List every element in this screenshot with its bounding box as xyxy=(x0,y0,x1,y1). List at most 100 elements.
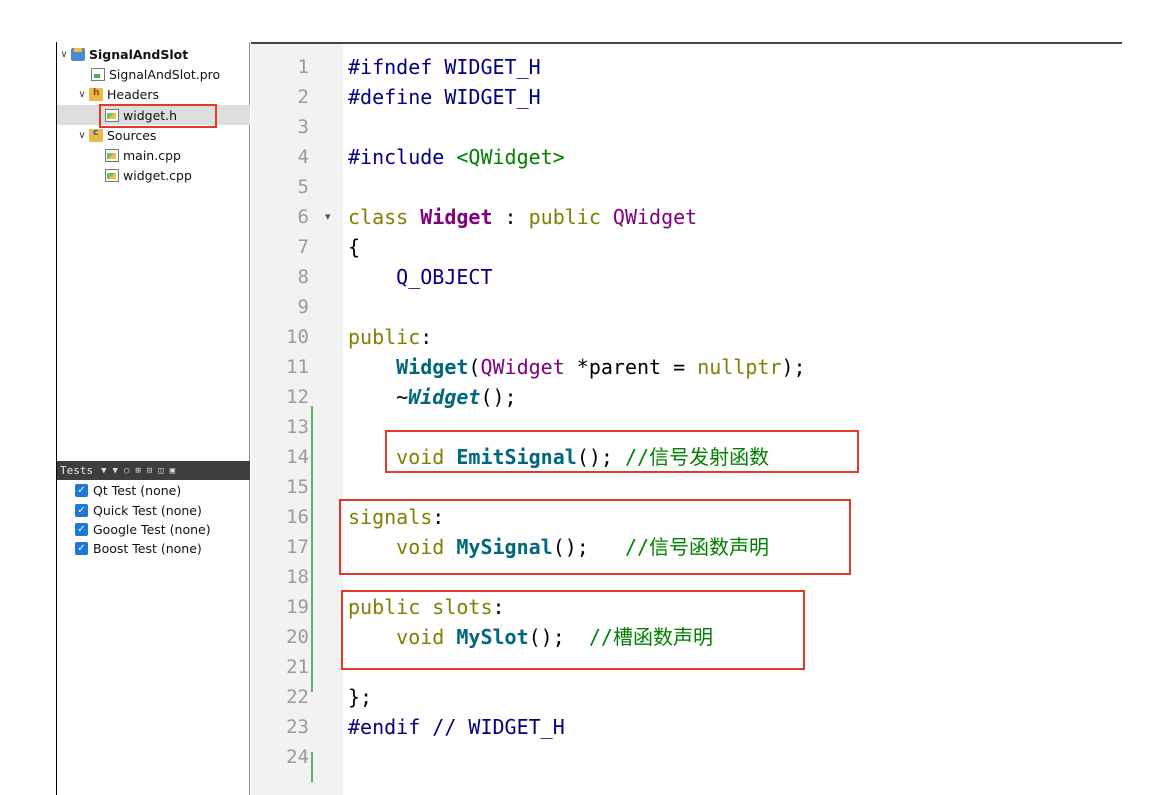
tests-panel-title: Tests xyxy=(60,464,94,477)
tree-item-widget-h[interactable]: widget.h xyxy=(57,105,250,125)
code-line[interactable]: void MySignal(); //信号函数声明 xyxy=(348,532,769,562)
code-line[interactable]: public slots: xyxy=(348,592,505,622)
code-token: { xyxy=(348,235,361,259)
code-line[interactable]: void EmitSignal(); //信号发射函数 xyxy=(348,442,769,472)
code-token: (); xyxy=(552,535,625,559)
project-sidebar: ∨ SignalAndSlot SignalAndSlot.pro ∨ Head… xyxy=(56,42,250,795)
close-panel-icon[interactable]: ▣ xyxy=(169,465,176,476)
line-number: 23 xyxy=(286,716,309,738)
tree-item-widget-cpp[interactable]: widget.cpp xyxy=(57,165,250,185)
collapse-icon[interactable]: ⊟ xyxy=(146,465,153,476)
code-token: Q_OBJECT xyxy=(396,265,493,289)
code-token: ~ xyxy=(348,385,409,409)
code-line[interactable]: }; xyxy=(348,682,372,712)
code-token: Widget xyxy=(396,355,469,379)
line-number: 9 xyxy=(297,296,309,318)
chevron-down-icon[interactable]: ∨ xyxy=(78,129,86,141)
tree-item-project[interactable]: ∨ SignalAndSlot xyxy=(57,44,250,64)
tree-item-label: Sources xyxy=(107,127,157,143)
code-token: : xyxy=(492,205,529,229)
change-marker xyxy=(311,406,313,692)
code-line[interactable]: Widget(QWidget *parent = nullptr); xyxy=(348,352,806,382)
code-line[interactable]: ~Widget(); xyxy=(348,382,517,412)
code-token: #ifndef WIDGET_H xyxy=(348,55,541,79)
chevron-down-icon[interactable]: ∨ xyxy=(60,48,68,60)
tree-item-label: SignalAndSlot.pro xyxy=(109,66,221,82)
tree-item-label: SignalAndSlot xyxy=(89,46,189,62)
highlight-box xyxy=(99,104,217,128)
tree-item-main-cpp[interactable]: main.cpp xyxy=(57,145,250,165)
dropdown-icon[interactable]: ▼ xyxy=(101,465,107,476)
code-token: (); xyxy=(528,625,589,649)
code-token: (); xyxy=(480,385,517,409)
checkbox-checked-icon[interactable]: ✓ xyxy=(75,541,88,555)
checkbox-checked-icon[interactable]: ✓ xyxy=(75,483,88,497)
filter-icon[interactable]: ▼ xyxy=(112,465,118,476)
tree-item-headers[interactable]: ∨ Headers xyxy=(57,84,250,104)
line-number: 18 xyxy=(286,566,309,588)
line-number: 24 xyxy=(286,746,309,768)
code-line[interactable]: #define WIDGET_H xyxy=(348,82,541,112)
tree-item-label: Headers xyxy=(107,86,160,102)
pro-file-icon xyxy=(91,67,105,81)
code-token: }; xyxy=(348,685,373,709)
checkbox-checked-icon[interactable]: ✓ xyxy=(75,522,88,536)
code-token: //信号函数声明 xyxy=(624,535,770,559)
code-token: MySlot xyxy=(456,625,529,649)
line-number: 20 xyxy=(286,626,309,648)
headers-folder-icon xyxy=(89,87,103,101)
code-line[interactable]: #include <QWidget> xyxy=(348,142,565,172)
code-token: (); xyxy=(576,445,625,469)
test-item-boost[interactable]: ✓ Boost Test (none) xyxy=(75,538,202,558)
split-icon[interactable]: ◫ xyxy=(158,465,164,476)
line-number: 11 xyxy=(286,356,309,378)
run-icon[interactable]: ○ xyxy=(123,465,130,476)
expand-icon[interactable]: ⊞ xyxy=(135,465,141,476)
tree-item-pro-file[interactable]: SignalAndSlot.pro xyxy=(57,64,250,84)
code-token: //槽函数声明 xyxy=(588,625,713,649)
highlight-box xyxy=(341,590,805,670)
code-token: nullptr xyxy=(697,355,782,379)
code-token: void xyxy=(396,625,457,649)
test-item-label: Google Test (none) xyxy=(93,521,211,537)
code-token: public slots xyxy=(348,595,493,619)
code-editor[interactable]: #ifndef WIDGET_H #define WIDGET_H #include… xyxy=(251,42,1122,795)
code-line[interactable]: Q_OBJECT xyxy=(348,262,493,292)
line-number: 2 xyxy=(297,86,309,108)
code-token: #define WIDGET_H xyxy=(348,85,541,109)
line-number: 7 xyxy=(297,236,309,258)
code-line[interactable]: public: xyxy=(348,322,432,352)
test-item-label: Quick Test (none) xyxy=(93,502,202,518)
tree-item-sources[interactable]: ∨ Sources xyxy=(57,125,250,145)
code-token: ); xyxy=(781,355,806,379)
line-number: 1 xyxy=(297,56,309,78)
change-marker xyxy=(311,752,313,782)
line-number: 10 xyxy=(286,326,309,348)
checkbox-checked-icon[interactable]: ✓ xyxy=(75,503,88,517)
code-token: void xyxy=(396,445,457,469)
code-line[interactable]: #endif // WIDGET_H xyxy=(348,712,565,742)
code-token: signals xyxy=(348,505,433,529)
code-token: Widget xyxy=(420,205,493,229)
code-token: : xyxy=(492,595,505,619)
line-number: 17 xyxy=(286,536,309,558)
code-token: ( xyxy=(468,355,481,379)
test-item-quick[interactable]: ✓ Quick Test (none) xyxy=(75,500,202,520)
cpp-file-icon xyxy=(105,168,119,182)
code-line[interactable]: class Widget : public QWidget xyxy=(348,202,697,232)
test-item-google[interactable]: ✓ Google Test (none) xyxy=(75,519,211,539)
code-line[interactable]: { xyxy=(348,232,360,262)
test-item-qt[interactable]: ✓ Qt Test (none) xyxy=(75,480,181,500)
line-number: 19 xyxy=(286,596,309,618)
code-line[interactable]: signals: xyxy=(348,502,444,532)
fold-arrow-icon[interactable]: ▾ xyxy=(325,210,331,223)
code-line[interactable]: void MySlot(); //槽函数声明 xyxy=(348,622,713,652)
code-token: public xyxy=(528,205,613,229)
line-number: 14 xyxy=(286,446,309,468)
tree-item-label: widget.cpp xyxy=(123,167,192,183)
code-token xyxy=(348,355,396,379)
code-token: QWidget xyxy=(480,355,565,379)
code-token: : xyxy=(420,325,433,349)
code-line[interactable]: #ifndef WIDGET_H xyxy=(348,52,541,82)
chevron-down-icon[interactable]: ∨ xyxy=(78,88,86,100)
